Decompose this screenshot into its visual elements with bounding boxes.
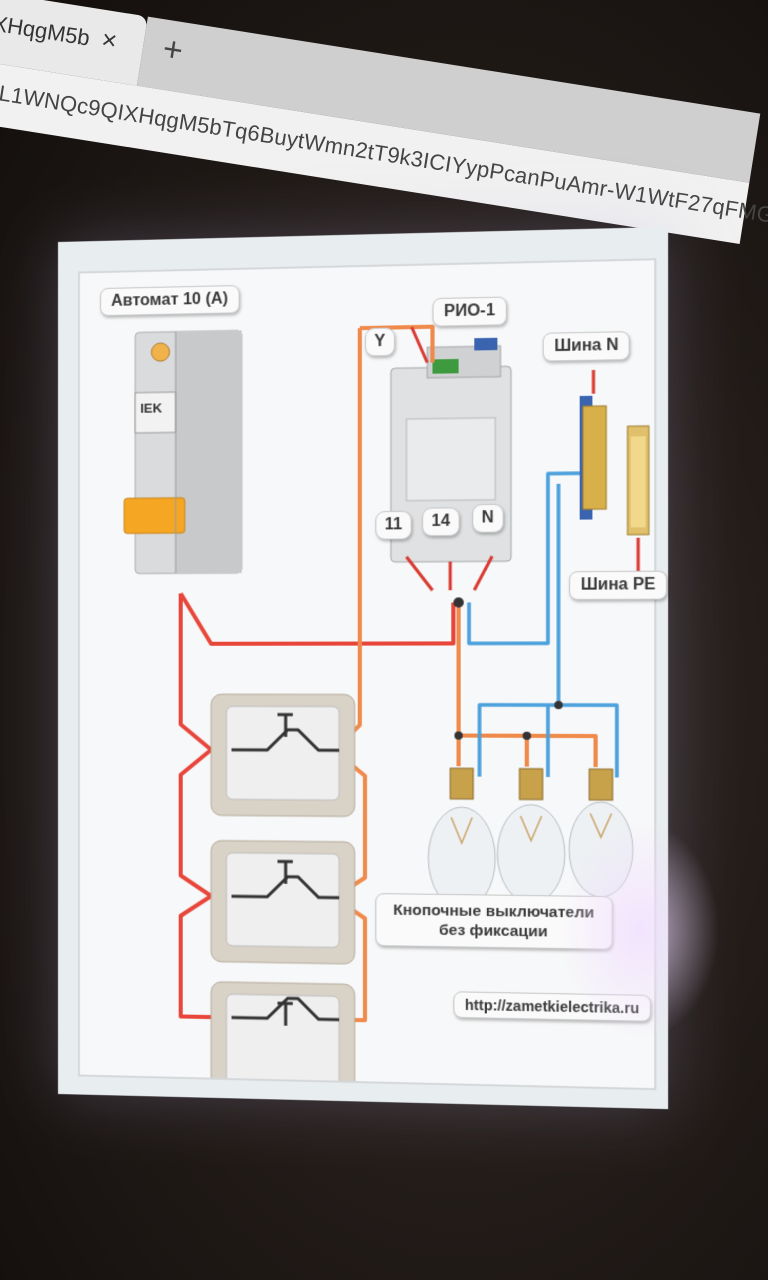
lamp-3 [569, 769, 633, 898]
earth-bus-bar [628, 426, 649, 535]
website-link[interactable]: http://zametkielectrika.ru [453, 991, 651, 1022]
diagram-panel: IEK [77, 258, 668, 1091]
breaker-label: Автомат 10 (А) [100, 284, 240, 317]
terminal-11-label: 11 [375, 510, 412, 540]
lamp-2 [497, 769, 564, 904]
relay-label: РИО-1 [432, 296, 507, 327]
lamp-1 [428, 768, 495, 910]
wiring-diagram: IEK [80, 260, 654, 1089]
breaker-brand-text: IEK [140, 400, 162, 415]
close-icon[interactable]: × [99, 23, 120, 56]
push-button-2 [211, 841, 354, 965]
neutral-bus-bar [579, 395, 607, 520]
terminal-14-label: 14 [422, 507, 460, 537]
tab-title: XHqgM5b [0, 10, 92, 51]
bus-n-label: Шина N [542, 331, 631, 362]
push-button-3 [211, 982, 354, 1089]
circuit-breaker: IEK [124, 330, 242, 573]
caption-line-2: без фиксации [439, 921, 548, 941]
projected-slide: IEK [58, 226, 669, 1110]
terminal-n-label: N [472, 503, 504, 533]
bus-pe-label: Шина PE [569, 570, 668, 601]
caption-line-1: Кнопочные выключатели [393, 901, 595, 922]
push-buttons-caption: Кнопочные выключатели без фиксации [375, 893, 613, 950]
terminal-y-label: Y [364, 327, 395, 357]
push-button-1 [211, 694, 354, 816]
